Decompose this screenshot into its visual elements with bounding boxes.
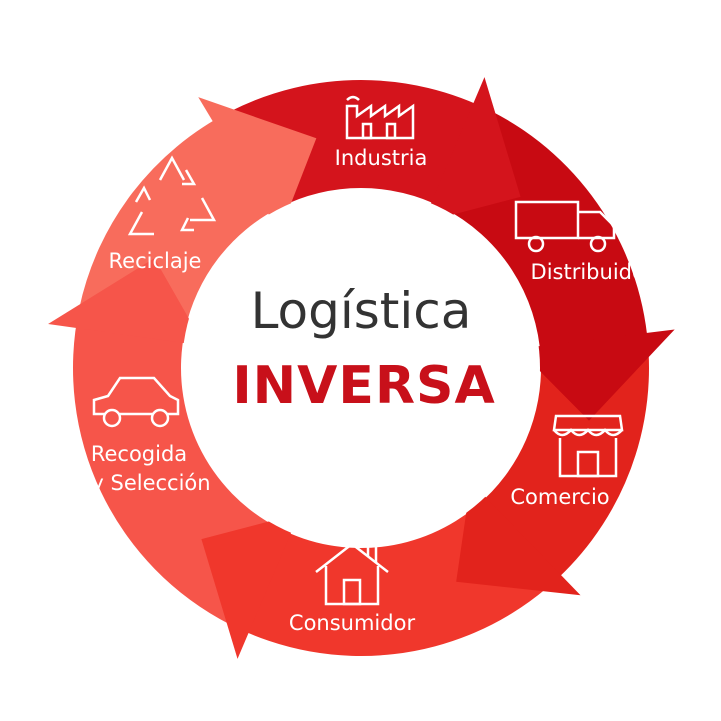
arrowhead-industria — [422, 77, 521, 223]
recycle-icon — [127, 155, 217, 236]
store-icon — [552, 414, 624, 478]
segment-comercio — [476, 352, 649, 589]
arrowhead-recogida — [48, 258, 205, 347]
label-recogida: Recogida — [90, 442, 188, 466]
center-circle — [182, 189, 540, 547]
car-icon — [92, 376, 180, 428]
label-comercio: Comercio — [510, 485, 610, 509]
title-inversa: INVERSA — [232, 356, 496, 416]
house-icon — [315, 542, 389, 606]
arrowhead-reciclaje — [198, 97, 317, 233]
label-reciclaje: Reciclaje — [108, 249, 202, 273]
arrowhead-consumidor — [201, 513, 300, 659]
label-consumidor: Consumidor — [288, 611, 416, 635]
factory-icon — [345, 95, 415, 140]
label-distribuidor: Distribuidor — [530, 260, 654, 284]
arrowhead-comercio — [456, 481, 581, 596]
label-industria: Industria — [334, 146, 428, 170]
truck-icon — [514, 200, 616, 253]
arrowhead-distribuidor — [517, 329, 675, 421]
label-seleccion: y Selección — [91, 471, 211, 495]
title-logistica: Logística — [250, 282, 472, 340]
